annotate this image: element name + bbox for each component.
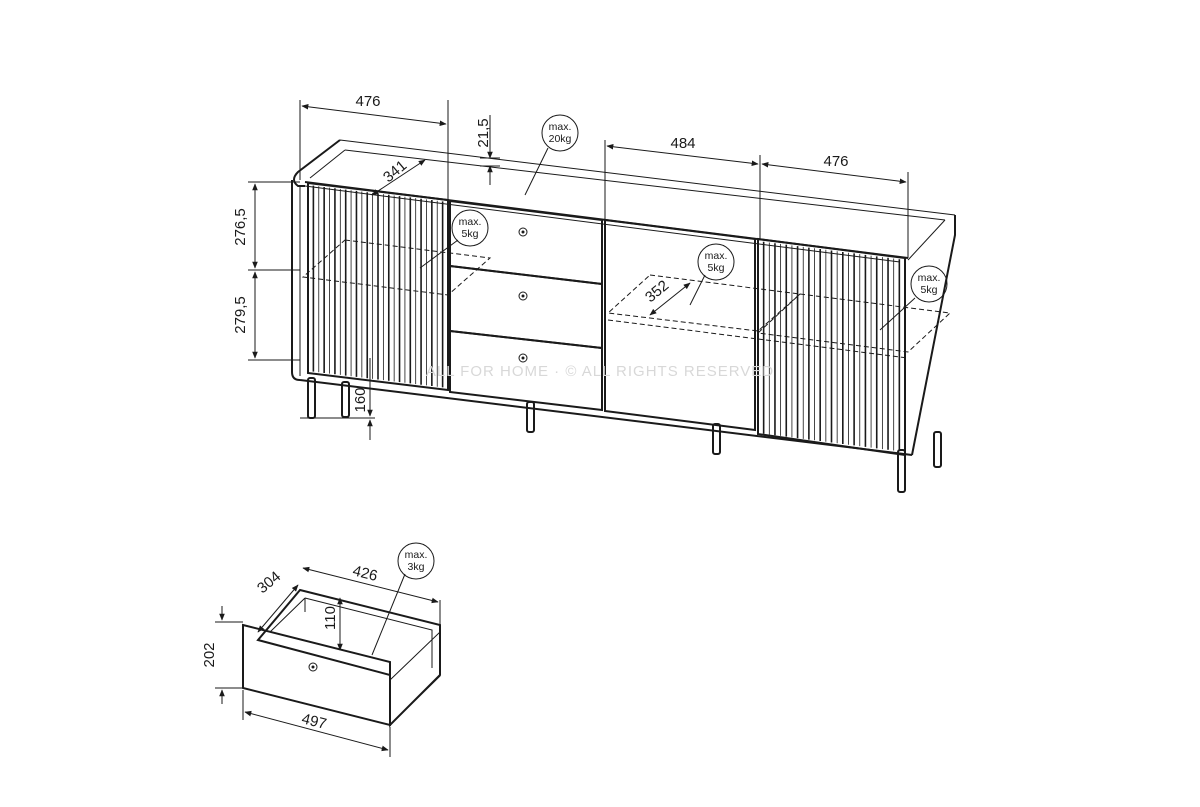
dim-right-shelf-depth: 352 (642, 277, 672, 306)
dim-right-door-width: 476 (823, 153, 848, 170)
drawer-detail-knob (308, 662, 318, 672)
dim-left-shelf-depth: 341 (380, 157, 410, 186)
badge-drawer-load: max. 3kg (397, 542, 435, 580)
drawer-knob-2 (518, 291, 528, 301)
dim-drawer-front-width: 497 (300, 710, 328, 733)
drawer-knob-1 (518, 227, 528, 237)
dim-drawer-front-height: 202 (201, 642, 218, 667)
svg-text:max.: max. (405, 549, 428, 561)
middle-door (604, 218, 756, 432)
drawer-knob-3 (518, 353, 528, 363)
sideboard-outline (291, 139, 956, 456)
dim-leg-height: 160 (352, 387, 369, 412)
dim-drawer-inner-height: 110 (322, 606, 339, 630)
dim-drawer-inner-width: 426 (351, 562, 379, 585)
drawer-stack (449, 199, 603, 412)
svg-text:max.: max. (705, 250, 728, 262)
legs (307, 377, 942, 493)
dimension-lines (248, 100, 909, 440)
svg-text:max.: max. (918, 272, 941, 284)
watermark: ALL FOR HOME · © ALL RIGHTS RESERVED (426, 363, 774, 380)
badge-right-shelf-load: max. 5kg (910, 265, 948, 303)
badge-top-load: max. 20kg (541, 114, 579, 152)
dim-left-door-width: 476 (355, 93, 380, 110)
right-door (757, 237, 906, 457)
svg-text:20kg: 20kg (549, 133, 572, 145)
dim-top-thickness: 21,5 (475, 118, 492, 147)
svg-text:5kg: 5kg (921, 284, 938, 296)
dim-drawer-depth: 304 (254, 568, 284, 597)
drawer-detail: 304 426 110 202 497 max. 3kg (201, 542, 441, 757)
dim-upper-height: 276,5 (232, 208, 249, 246)
badge-left-shelf-load: max. 5kg (451, 209, 489, 247)
load-badges: max. 20kg max. 5kg max. 5kg max. 5kg (419, 114, 948, 331)
svg-text:5kg: 5kg (462, 228, 479, 240)
svg-text:max.: max. (459, 216, 482, 228)
svg-text:max.: max. (549, 121, 572, 133)
dim-middle-width: 484 (670, 135, 695, 152)
svg-text:3kg: 3kg (408, 561, 425, 573)
dim-lower-height: 279,5 (232, 296, 249, 334)
svg-text:5kg: 5kg (708, 262, 725, 274)
badge-middle-shelf-load: max. 5kg (697, 243, 735, 281)
